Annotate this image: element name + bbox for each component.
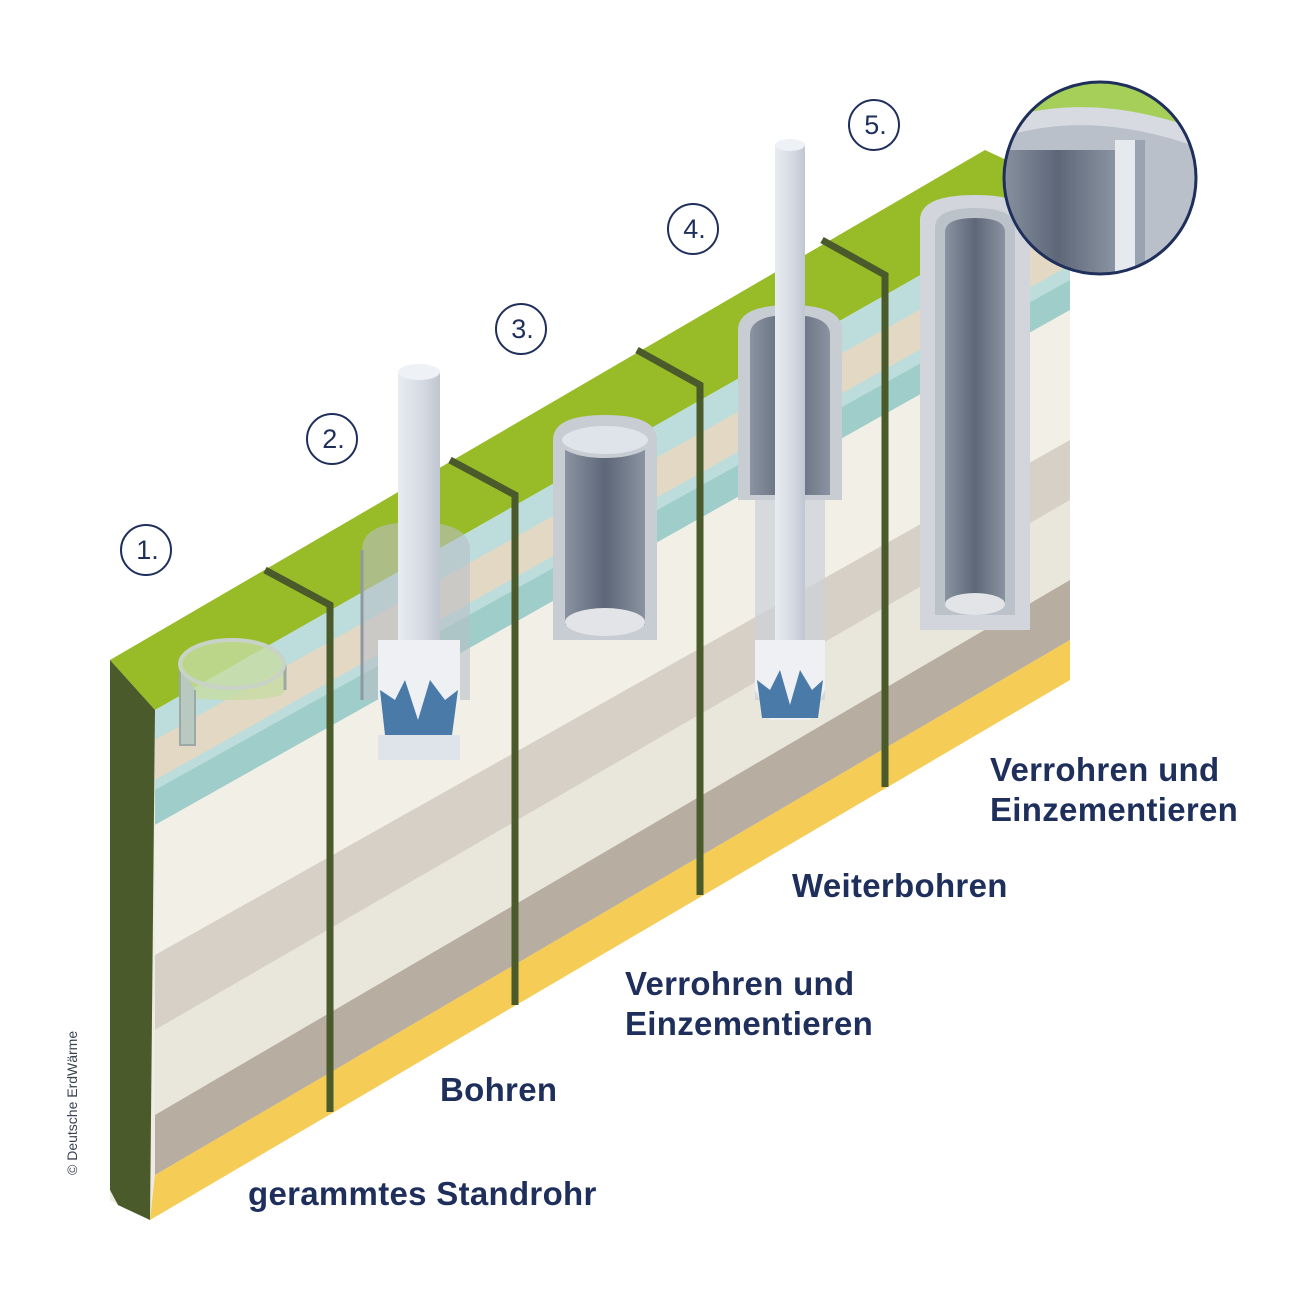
- step-4-label-line: Weiterbohren: [792, 867, 1008, 904]
- step-3-badge: 3.: [495, 303, 547, 355]
- yellow-layer: [150, 640, 1070, 1220]
- step-2-badge: 2.: [306, 413, 358, 465]
- rock-layer-light: [155, 440, 1070, 1030]
- drilling-step-2: [738, 139, 842, 720]
- drill-bit-teeth: [380, 680, 458, 735]
- casing-step-1: [553, 415, 657, 640]
- rock-layer: [155, 580, 1070, 1175]
- step-1-badge: 1.: [120, 524, 172, 576]
- step-4-badge: 4.: [667, 203, 719, 255]
- step-1-label: gerammtes Standrohr: [248, 1174, 597, 1214]
- step-5-label: Verrohren und Einzementieren: [990, 750, 1238, 830]
- step-5-label-line-2: Einzementieren: [990, 791, 1239, 828]
- step-3-label: Verrohren und Einzementieren: [625, 964, 873, 1044]
- drill-bit-teeth-2: [757, 670, 823, 718]
- drill-pipe: [398, 372, 440, 662]
- pale-layer: [155, 500, 1070, 1115]
- drill-pipe-long: [775, 145, 805, 655]
- step-2-label-line: Bohren: [440, 1071, 558, 1108]
- panel-separators: [263, 236, 889, 1112]
- step-5-label-line-1: Verrohren und: [990, 751, 1220, 788]
- copyright-credit: © Deutsche ErdWärme: [64, 1030, 80, 1175]
- step-3-label-line-1: Verrohren und: [625, 965, 855, 1002]
- block-side-edge: [110, 660, 155, 1220]
- casing-step-2: [920, 195, 1030, 630]
- step-3-label-line-2: Einzementieren: [625, 1005, 874, 1042]
- step-5-badge: 5.: [848, 99, 900, 151]
- drilling-step: [360, 364, 470, 760]
- standpipe: [178, 638, 287, 746]
- step-4-label: Weiterbohren: [792, 866, 1008, 906]
- step-2-label: Bohren: [440, 1070, 557, 1110]
- step-1-label-line: gerammtes Standrohr: [248, 1175, 597, 1212]
